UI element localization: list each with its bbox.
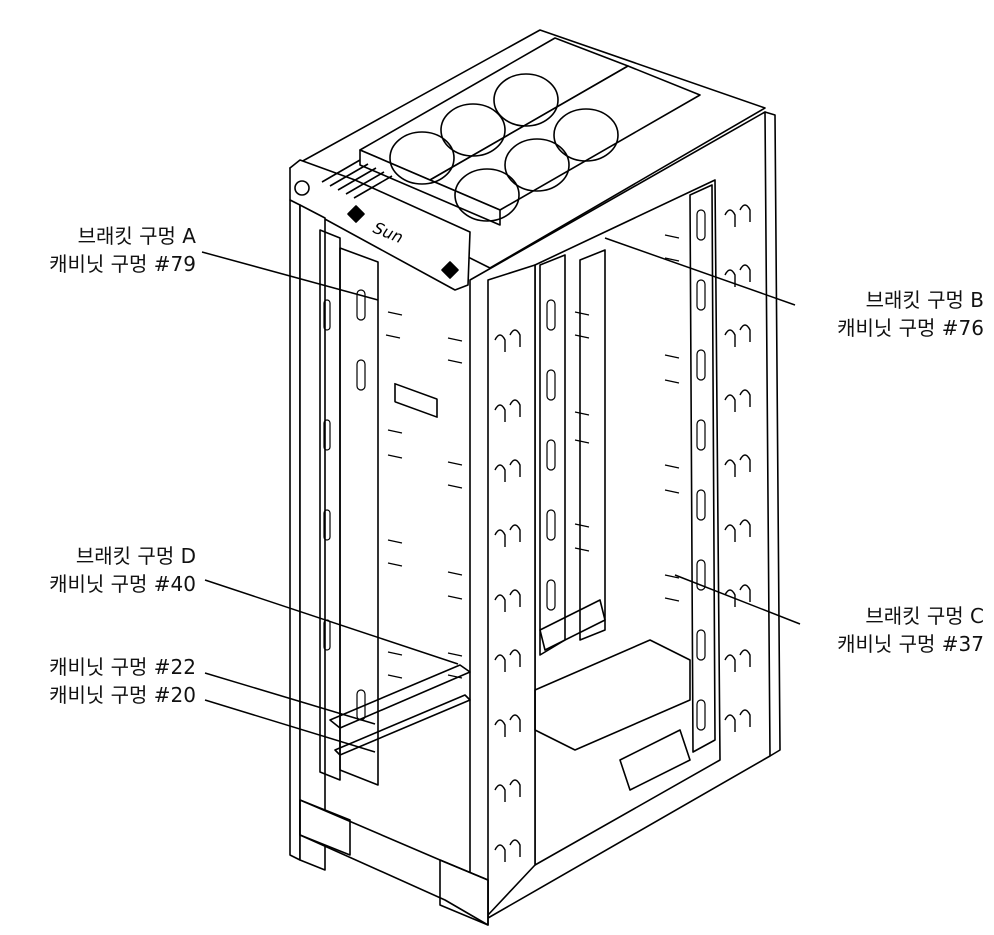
interior-rail-left-outer <box>319 229 341 781</box>
callout-d: 브래킷 구멍 D 캐비닛 구멍 #40 <box>0 542 196 598</box>
support-angle <box>539 599 606 651</box>
support-bracket-lower <box>334 694 471 756</box>
bezel-screw-icon <box>294 180 310 196</box>
leader-c <box>674 574 801 625</box>
callout-e: 캐비닛 구멍 #22 <box>0 653 196 681</box>
callout-b-line1: 브래킷 구멍 B <box>865 288 984 312</box>
callout-f-line1: 캐비닛 구멍 #20 <box>49 683 196 707</box>
fan-5 <box>504 138 570 192</box>
bezel-diamond-icon <box>441 261 459 279</box>
leader-a <box>201 251 379 301</box>
bezel-vents <box>321 159 393 199</box>
interior-box <box>619 729 691 791</box>
interior-rail-inner <box>579 249 606 641</box>
left-post <box>299 204 326 871</box>
callout-c-line2: 캐비닛 구멍 #37 <box>837 632 984 656</box>
callout-e-line1: 캐비닛 구멍 #22 <box>49 655 196 679</box>
screws <box>385 234 680 679</box>
callout-f: 캐비닛 구멍 #20 <box>0 681 196 709</box>
interior-rail-right <box>689 184 716 753</box>
sun-diamond-icon <box>347 205 365 223</box>
right-side-edge <box>764 111 781 757</box>
fan-3 <box>493 73 559 127</box>
interior-rail-left <box>339 247 379 786</box>
left-door-column <box>487 264 536 916</box>
cabinet-base <box>299 799 489 926</box>
rail-slots <box>323 209 706 731</box>
fan-4 <box>454 168 520 222</box>
callout-d-line2: 캐비닛 구멍 #40 <box>49 572 196 596</box>
leader-d <box>204 579 459 665</box>
interior-bottom-tray <box>534 639 691 751</box>
fan-tray-front <box>359 149 501 226</box>
callout-c: 브래킷 구멍 C 캐비닛 구멍 #37 <box>796 602 984 658</box>
base-foot-right <box>439 859 489 926</box>
door-handle-tabs <box>494 204 751 862</box>
cabinet-left-side <box>289 199 301 861</box>
callout-d-line1: 브래킷 구멍 D <box>75 544 196 568</box>
callout-b: 브래킷 구멍 B 캐비닛 구멍 #76 <box>796 286 984 342</box>
fan-6 <box>553 108 619 162</box>
leader-f <box>204 699 376 753</box>
callout-a-line1: 브래킷 구멍 A <box>77 224 196 248</box>
callout-leaders <box>201 237 801 753</box>
base-foot-left <box>299 799 351 856</box>
support-bracket <box>329 664 471 729</box>
fan-1 <box>389 131 455 185</box>
fan-2 <box>440 103 506 157</box>
display-panel <box>394 382 438 418</box>
callout-a: 브래킷 구멍 A 캐비닛 구멍 #79 <box>0 222 196 278</box>
callout-a-line2: 캐비닛 구멍 #79 <box>49 252 196 276</box>
callout-c-line1: 브래킷 구멍 C <box>865 604 984 628</box>
leader-b <box>604 237 796 306</box>
leader-e <box>204 672 376 725</box>
callout-b-line2: 캐비닛 구멍 #76 <box>837 316 984 340</box>
